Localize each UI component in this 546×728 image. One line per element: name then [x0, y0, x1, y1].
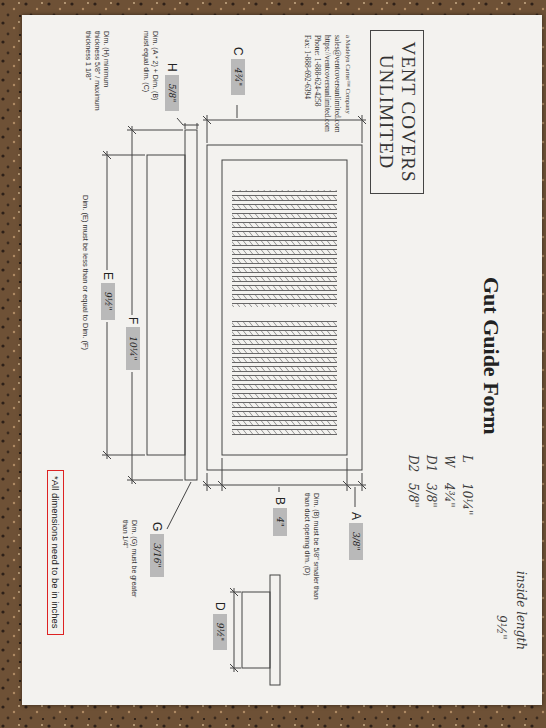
- contact-line: https://ventcoversunlimited.com: [323, 35, 332, 132]
- dimension-value: 4¾": [231, 59, 245, 96]
- handwritten-note: W: [441, 455, 456, 467]
- note-text: *All dimensions need to be in inches: [50, 476, 61, 629]
- handwritten-note: inside length: [513, 571, 528, 650]
- handwritten-note: 3/8": [423, 483, 438, 508]
- contact-line: Fax: 1-888-692-6394: [303, 35, 312, 99]
- contact-line: Phone: 1-888-624-4258: [313, 35, 322, 106]
- dimension-field: A 3/8": [348, 510, 364, 562]
- dimension-value: 4": [273, 508, 287, 536]
- dimension-letter: H: [165, 63, 179, 72]
- dimension-letter: G: [150, 522, 164, 531]
- dimension-letter: A: [349, 512, 363, 520]
- dimension-field: F 10¼": [125, 315, 141, 372]
- dimension-value: 9½": [213, 614, 227, 651]
- handwritten-note: 9½": [493, 615, 508, 640]
- handwritten-note: D2: [405, 455, 420, 472]
- dimension-value: 9½": [101, 283, 115, 320]
- dimension-value: 3/8": [349, 523, 363, 560]
- dimension-letter: C: [231, 47, 245, 56]
- dimension-field: D 9½": [212, 600, 228, 652]
- dimension-field: G 3/16": [149, 520, 165, 579]
- logo-box: VENT COVERS UNLIMITED: [370, 30, 424, 194]
- dimension-letter: B: [273, 497, 287, 505]
- dimension-value: 3/16": [150, 534, 164, 576]
- dimension-value: 10¼": [126, 327, 140, 369]
- dimension-field: E 9½": [100, 270, 116, 322]
- dimension-letter: F: [126, 317, 140, 324]
- contact-line: a Madelyn Carter™ Company: [344, 35, 352, 114]
- handwritten-note: D1: [423, 455, 438, 472]
- handwritten-note: 10¼": [459, 483, 474, 515]
- contact-line: sales@ventcoversunlimited.com: [333, 35, 342, 133]
- dimension-field: H 5/8": [164, 61, 180, 113]
- form-note: Dim. (G) must be greater than 1/4": [121, 520, 139, 600]
- handwritten-note: L: [459, 455, 474, 463]
- form-title: Gut Guide Form: [478, 277, 504, 435]
- dimension-letter: E: [101, 272, 115, 280]
- dimension-letter: D: [213, 602, 227, 611]
- dimension-field: C 4¾": [230, 45, 246, 97]
- company-name: VENT COVERS UNLIMITED: [376, 41, 419, 182]
- handwritten-note: 4¾": [441, 483, 456, 508]
- form-note: Dim. (A * 2) + Dim. (B) must equal dim. …: [142, 31, 160, 111]
- dimension-value: 5/8": [165, 75, 179, 112]
- handwritten-note: 5/8": [405, 483, 420, 508]
- form-sheet: Gut Guide Form a Madelyn Carter™ Companys…: [22, 15, 542, 705]
- dimension-field: B 4": [272, 495, 288, 538]
- warning-note: *All dimensions need to be in inches: [47, 470, 64, 635]
- form-note: Dim. (H) minimum thickness 5/8" / maximu…: [84, 31, 110, 113]
- form-note: Dim. (B) must be 5/8" smaller than than …: [303, 493, 321, 613]
- form-note: Dim. (E) must be less than or equal to D…: [81, 195, 90, 485]
- vent-drawing: [22, 15, 542, 705]
